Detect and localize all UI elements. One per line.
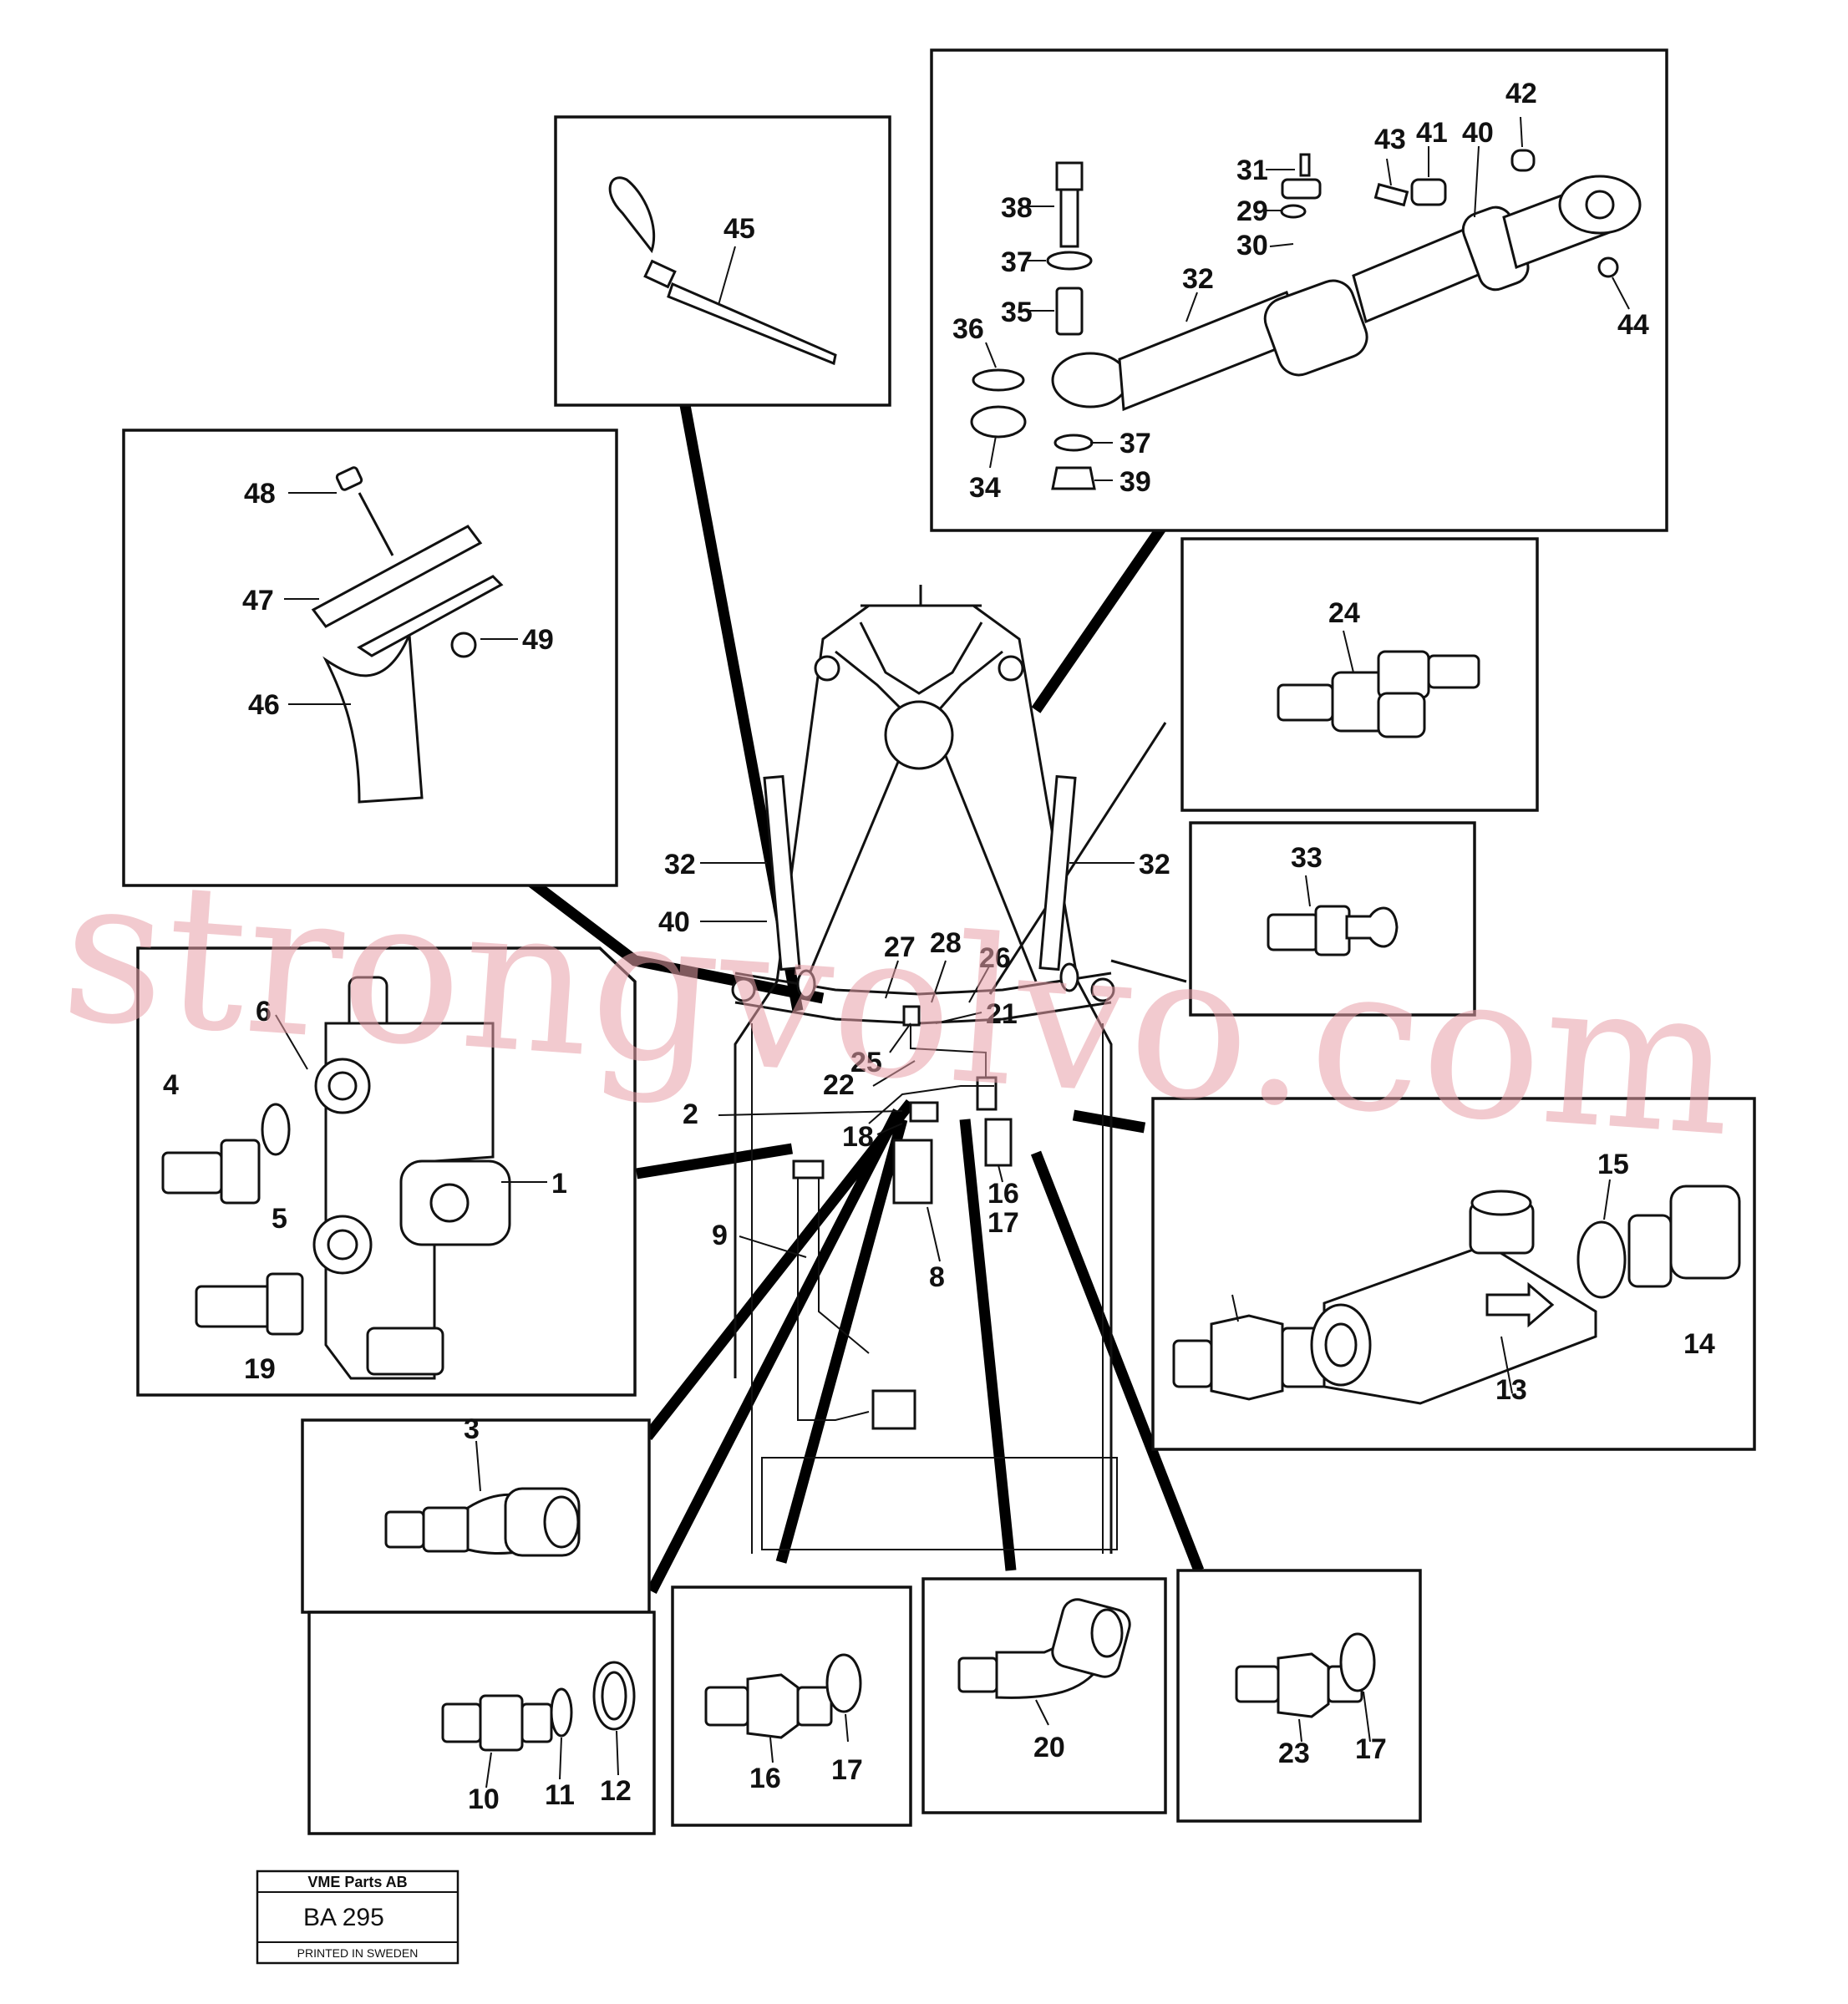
detail-box-guard: 48 47 46 49 (122, 429, 618, 887)
detail-box-fitting-33: 33 (1189, 821, 1476, 1017)
callout-9: 9 (712, 1220, 728, 1251)
callout-3: 3 (464, 1413, 480, 1445)
callout-16-machine: 16 (987, 1178, 1019, 1210)
callout-32-right: 32 (1139, 849, 1170, 880)
callout-32-left: 32 (664, 849, 696, 880)
callout-24: 24 (1328, 597, 1360, 629)
callout-35: 35 (1001, 297, 1033, 328)
callout-29: 29 (1236, 195, 1268, 227)
stamp-code: BA 295 (303, 1904, 384, 1931)
callout-46: 46 (248, 689, 280, 721)
stamp: VME Parts AB BA 295 PRINTED IN SWEDEN (256, 1870, 459, 1965)
callout-5: 5 (272, 1203, 287, 1235)
callout-23: 23 (1278, 1738, 1310, 1769)
callout-41: 41 (1416, 117, 1448, 149)
stamp-footer: PRINTED IN SWEDEN (297, 1946, 419, 1960)
callout-36: 36 (952, 313, 984, 345)
callout-39: 39 (1119, 466, 1151, 498)
callout-44: 44 (1617, 309, 1649, 341)
callout-47: 47 (242, 585, 274, 616)
callout-45: 45 (723, 213, 755, 245)
callout-2: 2 (683, 1098, 698, 1130)
detail-box-cable-tie: 45 (554, 115, 891, 407)
callout-26: 26 (979, 942, 1011, 974)
callout-4: 4 (163, 1069, 179, 1101)
callout-33: 33 (1291, 842, 1323, 874)
callout-25: 25 (850, 1047, 882, 1078)
callout-40-top: 40 (1462, 117, 1494, 149)
callout-43: 43 (1374, 124, 1406, 155)
callout-32-top: 32 (1182, 263, 1214, 295)
callout-18: 18 (842, 1121, 874, 1153)
callout-10: 10 (468, 1783, 500, 1815)
detail-box-valve: 1 4 5 6 19 (136, 946, 637, 1397)
callout-16-box: 16 (749, 1763, 781, 1794)
callout-30: 30 (1236, 230, 1268, 261)
callout-12: 12 (600, 1775, 632, 1807)
callout-19: 19 (244, 1353, 276, 1385)
detail-box-adapter-10: 10 11 12 (307, 1611, 656, 1835)
callout-37-top: 37 (1001, 246, 1033, 278)
callout-1: 1 (551, 1168, 567, 1200)
machine-callouts: 32 32 40 27 28 26 21 25 22 2 18 16 17 9 … (658, 849, 1170, 1293)
detail-box-elbow-20: 20 (921, 1577, 1167, 1814)
detail-box-nipple-16: 16 17 (671, 1585, 912, 1827)
detail-box-check-valve: 13 14 15 (1151, 1097, 1756, 1451)
callout-49: 49 (522, 624, 554, 656)
callout-37-bottom: 37 (1119, 428, 1151, 459)
callout-27: 27 (884, 931, 916, 963)
detail-box-nipple-23: 23 17 (1176, 1569, 1422, 1823)
callout-21: 21 (986, 998, 1018, 1030)
callout-17-machine: 17 (987, 1207, 1019, 1239)
callout-31: 31 (1236, 155, 1268, 186)
callout-8: 8 (929, 1261, 945, 1293)
callout-48: 48 (244, 478, 276, 510)
callout-13: 13 (1495, 1374, 1527, 1406)
callout-17-box: 17 (831, 1754, 863, 1786)
callout-17-right-box: 17 (1355, 1733, 1387, 1765)
callout-42: 42 (1505, 78, 1537, 109)
detail-box-elbow-3: 3 (301, 1413, 651, 1614)
detail-box-cylinder: 38 37 35 36 34 37 39 31 29 30 32 43 41 4… (930, 48, 1668, 532)
stamp-company: VME Parts AB (307, 1874, 407, 1890)
detail-box-tee: 24 (1180, 537, 1539, 812)
callout-40-machine: 40 (658, 906, 690, 938)
callout-34: 34 (969, 472, 1001, 504)
machine-frame (731, 585, 1118, 1554)
callout-38: 38 (1001, 192, 1033, 224)
callout-14: 14 (1683, 1328, 1715, 1360)
callout-11: 11 (545, 1779, 575, 1811)
callout-15: 15 (1597, 1149, 1629, 1180)
callout-22: 22 (823, 1069, 855, 1101)
callout-6: 6 (256, 996, 272, 1027)
callout-20: 20 (1033, 1732, 1065, 1763)
callout-28: 28 (930, 927, 962, 959)
